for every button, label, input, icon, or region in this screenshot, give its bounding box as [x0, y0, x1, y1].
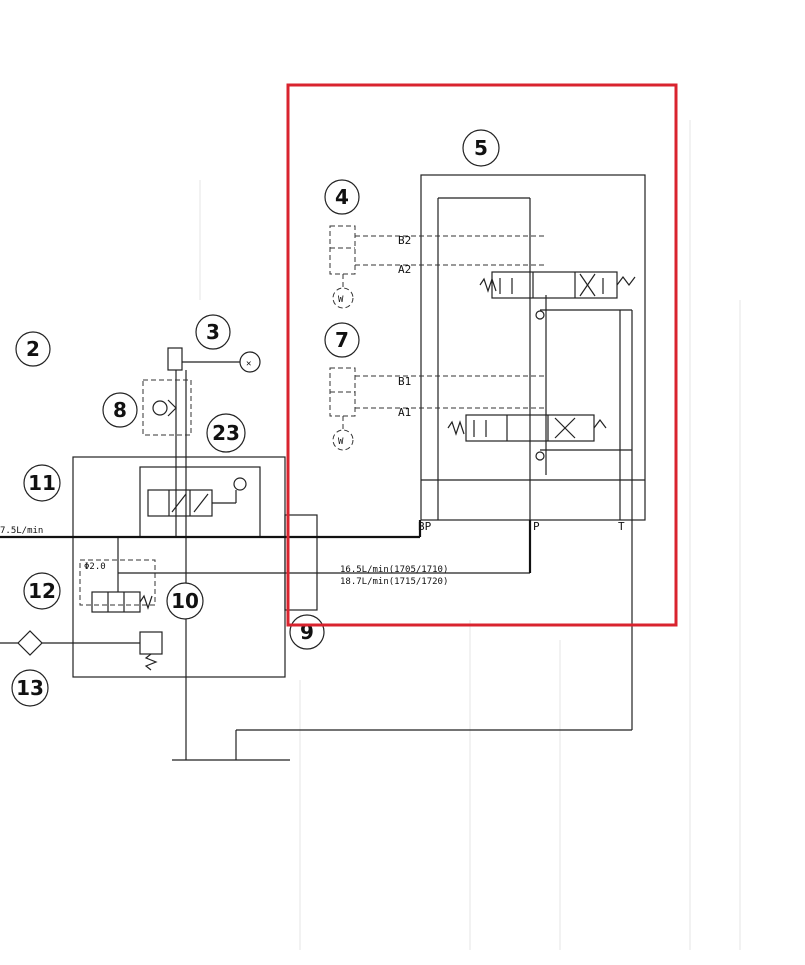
svg-text:2: 2: [26, 337, 40, 361]
svg-text:23: 23: [212, 421, 240, 445]
callout-4: 4: [324, 179, 360, 215]
svg-text:W: W: [338, 437, 344, 447]
callout-9: 9: [289, 614, 325, 650]
port-p: P: [533, 520, 540, 533]
svg-text:10: 10: [171, 589, 199, 613]
svg-text:13: 13: [16, 676, 44, 700]
control-valve-block: [420, 174, 646, 730]
background-texture: [199, 120, 741, 950]
port-bp: BP: [418, 520, 432, 533]
callout-2: 2: [15, 331, 51, 367]
component-9-box: [284, 514, 318, 611]
filter-13: [0, 630, 140, 656]
callout-5: 5: [462, 129, 500, 167]
supply-lines: [0, 520, 632, 761]
svg-text:11: 11: [28, 471, 56, 495]
svg-text:8: 8: [113, 398, 127, 422]
callout-3: 3: [195, 314, 231, 350]
svg-text:✕: ✕: [246, 359, 251, 369]
callout-10: 10: [166, 582, 204, 620]
svg-text:3: 3: [206, 320, 220, 344]
port-b1: B1: [398, 375, 411, 388]
callout-23: 23: [206, 413, 246, 453]
port-t: T: [618, 520, 625, 533]
callout-7: 7: [324, 322, 360, 358]
priority-valve-12: Φ2.0: [79, 536, 163, 671]
callout-11: 11: [23, 464, 61, 502]
cylinder-7: W: [329, 367, 546, 451]
svg-text:7: 7: [335, 328, 349, 352]
port-b2: B2: [398, 234, 411, 247]
cylinder-4: W: [329, 225, 546, 309]
callout-12: 12: [23, 572, 61, 610]
callout-8: 8: [102, 392, 138, 428]
flow-label-1: 16.5L/min(1705/1710): [340, 565, 448, 575]
flow-label-2: 18.7L/min(1715/1720): [340, 577, 448, 587]
callout-13: 13: [11, 669, 49, 707]
check-valve-8: ✕: [142, 347, 261, 436]
upper-directional-valve: [479, 271, 636, 320]
orifice-label: Φ2.0: [84, 562, 106, 572]
port-a1: A1: [398, 406, 411, 419]
flow-left-label: 7.5L/min: [0, 526, 43, 536]
highlight-rectangle: [286, 83, 678, 627]
svg-text:W: W: [338, 295, 344, 305]
svg-text:12: 12: [28, 579, 56, 603]
svg-text:5: 5: [474, 136, 488, 160]
lower-directional-valve: [447, 414, 607, 461]
svg-text:4: 4: [335, 185, 349, 209]
port-a2: A2: [398, 263, 411, 276]
